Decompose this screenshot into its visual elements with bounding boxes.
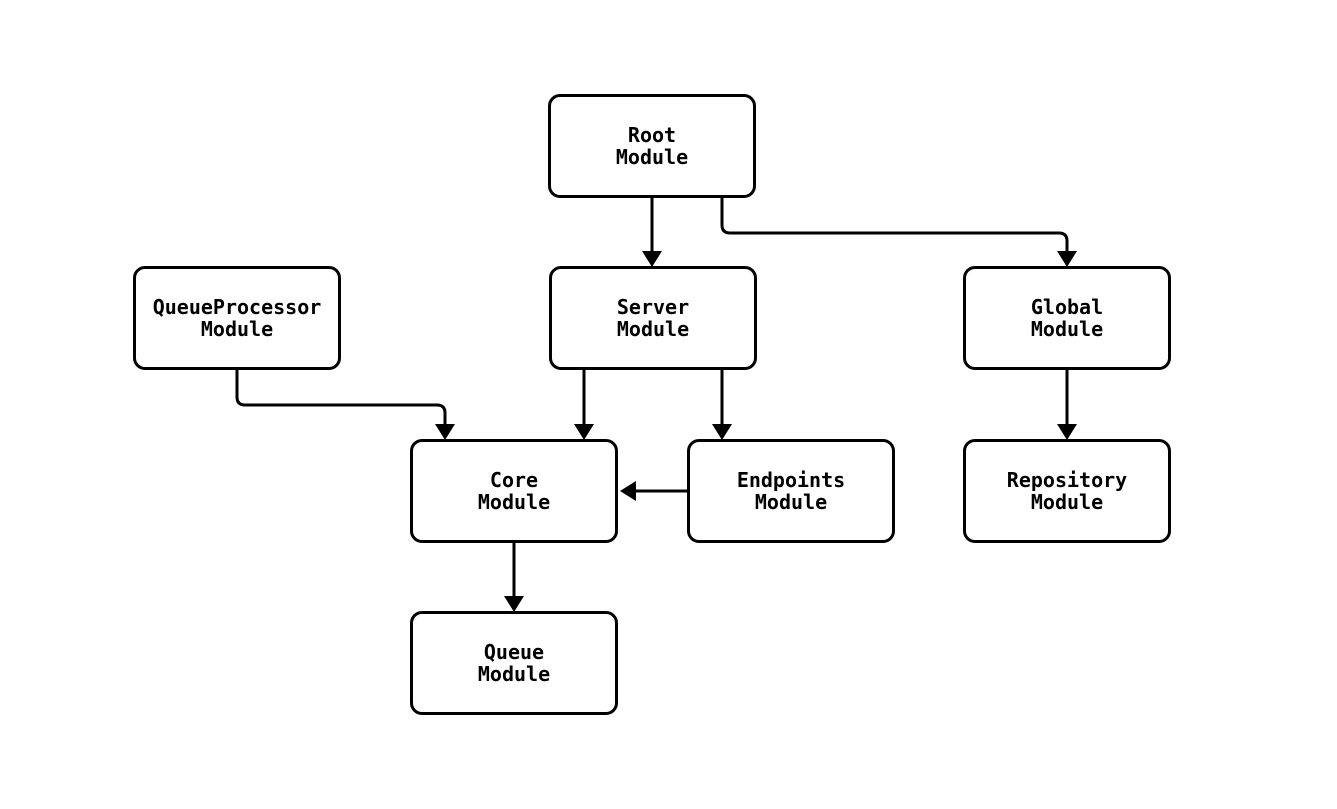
node-global-module: Global Module: [963, 266, 1171, 370]
node-label-line: Repository: [1006, 468, 1128, 492]
node-label-line: QueueProcessor: [152, 295, 322, 319]
node-queue-module: Queue Module: [410, 611, 618, 715]
node-label-line: Module: [616, 317, 690, 341]
edge-server-to-endpoints-arrowhead: [712, 424, 732, 440]
node-label-line: Module: [615, 145, 689, 169]
edge-queueprocessor-to-core-line: [235, 370, 447, 425]
node-label-line: Module: [1030, 317, 1104, 341]
edge-queueprocessor-to-core-arrowhead: [435, 424, 455, 440]
node-label-line: Server: [616, 295, 690, 319]
node-label-line: Module: [200, 317, 274, 341]
edge-global-to-repository-arrowhead: [1057, 424, 1077, 440]
node-label-line: Global: [1030, 295, 1104, 319]
node-queueprocessor-module: QueueProcessor Module: [133, 266, 341, 370]
edge-root-to-server-arrowhead: [642, 251, 662, 267]
node-label-line: Endpoints: [736, 468, 846, 492]
node-repository-module: Repository Module: [963, 439, 1171, 543]
node-core-module: Core Module: [410, 439, 618, 543]
node-label-line: Module: [754, 490, 828, 514]
edge-core-to-queue-arrowhead: [504, 596, 524, 612]
node-root-module: Root Module: [548, 94, 756, 198]
node-label-line: Module: [477, 490, 551, 514]
node-label-line: Module: [477, 662, 551, 686]
node-label-line: Module: [1030, 490, 1104, 514]
node-label-line: Root: [627, 123, 677, 147]
node-label-line: Core: [489, 468, 539, 492]
node-server-module: Server Module: [549, 266, 757, 370]
node-endpoints-module: Endpoints Module: [687, 439, 895, 543]
edge-root-to-global-line: [720, 198, 1069, 252]
edge-endpoints-to-core-arrowhead: [620, 481, 636, 501]
node-label-line: Queue: [483, 640, 545, 664]
edge-server-to-core-arrowhead: [574, 424, 594, 440]
edge-root-to-global-arrowhead: [1057, 251, 1077, 267]
